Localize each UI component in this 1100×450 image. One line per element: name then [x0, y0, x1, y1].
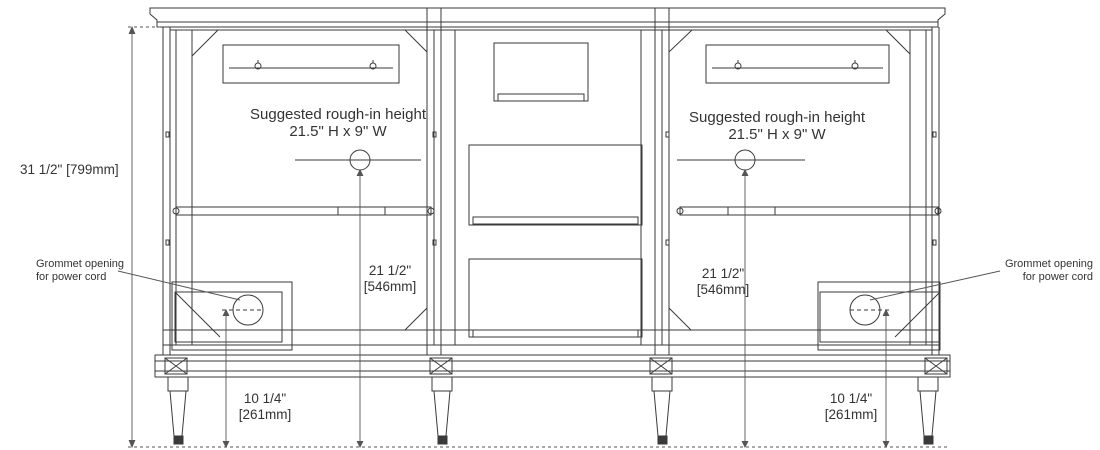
right-rough-in-label: Suggested rough-in height 21.5" H x 9" W: [684, 109, 870, 144]
left-hanging-rail: [222, 44, 400, 84]
left-rough-in-size: 21.5" H x 9" W: [289, 123, 387, 141]
left-rough-in-marker: [295, 149, 421, 171]
leg-2: [431, 376, 453, 445]
left-grommet-label: Grommet opening for power cord: [36, 258, 125, 283]
right-grommet-dimension-label: 10 1/4" [261mm]: [824, 391, 878, 422]
center-bottom-drawer: [468, 258, 643, 338]
right-rough-in-marker: [677, 149, 805, 171]
cabinet-frame: [162, 7, 940, 356]
right-rough-in-size: 21.5" H x 9" W: [728, 126, 826, 144]
center-top-drawer: [493, 42, 589, 102]
right-shelf-rail: [676, 206, 942, 216]
right-height-dimension-label: 21 1/2" [546mm]: [696, 266, 750, 297]
base-rail: [154, 354, 951, 378]
dimension-lines: [117, 25, 1001, 449]
leg-3: [651, 376, 673, 445]
leg-1: [167, 376, 189, 445]
left-shelf-rail: [172, 206, 435, 216]
left-rough-in-label: Suggested rough-in height 21.5" H x 9" W: [245, 106, 431, 141]
left-rough-in-title: Suggested rough-in height: [250, 106, 426, 123]
top-molding: [149, 7, 946, 28]
left-grommet-dimension-label: 10 1/4" [261mm]: [238, 391, 292, 422]
center-middle-drawer: [468, 144, 643, 226]
right-rough-in-title: Suggested rough-in height: [689, 109, 865, 126]
left-height-dimension-label: 21 1/2" [546mm]: [363, 263, 417, 294]
right-hanging-rail: [705, 44, 890, 84]
cabinet-legs: [167, 376, 939, 445]
leg-4: [917, 376, 939, 445]
right-grommet-box: [817, 281, 941, 351]
overall-height-label: 31 1/2" [799mm]: [20, 162, 119, 177]
side-pins: [165, 131, 937, 246]
left-grommet-box: [171, 281, 293, 351]
corner-gussets: [191, 29, 911, 331]
right-grommet-label: Grommet opening for power cord: [1004, 258, 1093, 283]
